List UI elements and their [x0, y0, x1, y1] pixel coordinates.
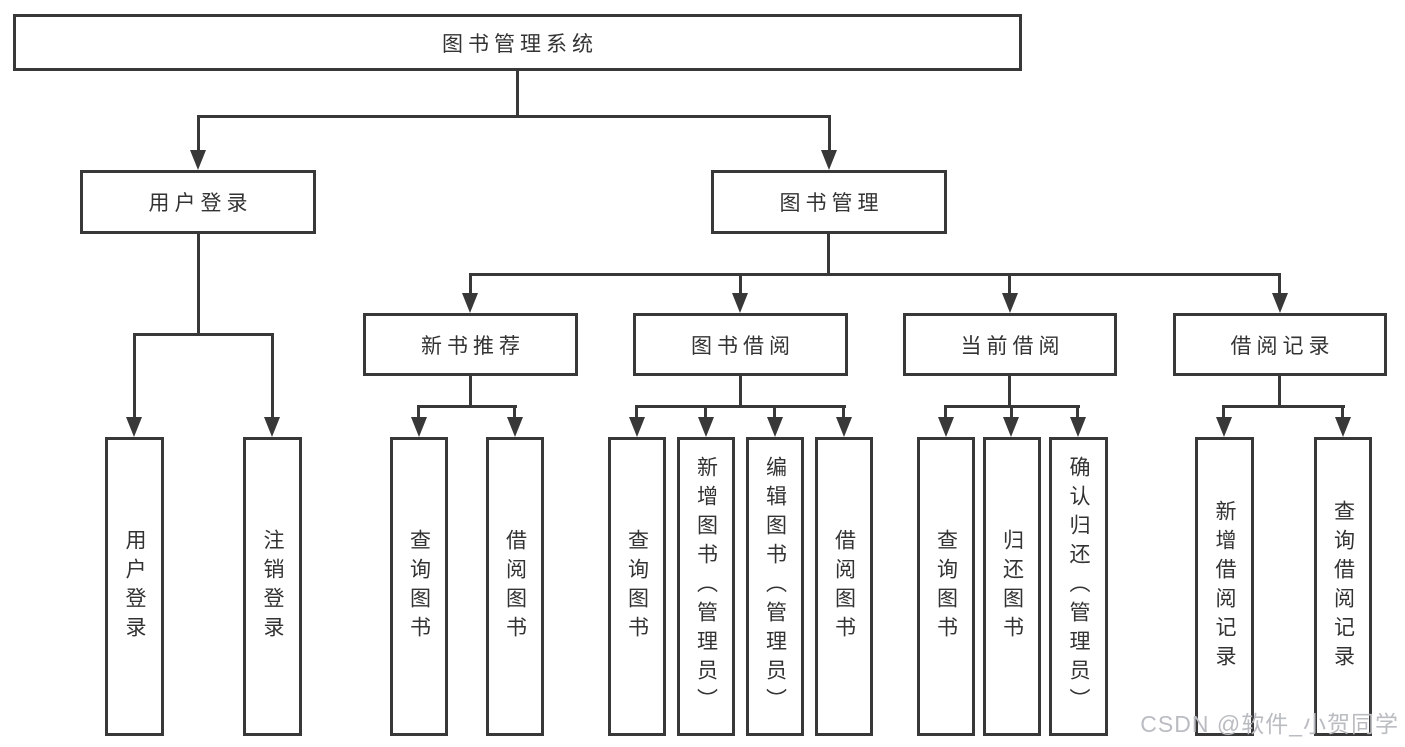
connector-line	[1278, 376, 1281, 407]
arrowhead-down-icon	[821, 150, 837, 170]
arrowhead-down-icon	[732, 293, 748, 313]
connector-line	[197, 115, 200, 152]
leaf-confirm-return-admin-label: 确认归还（管理员）	[1067, 456, 1090, 717]
leaf-add-borrow-record: 新增借阅记录	[1195, 437, 1254, 736]
node-book-management-label: 图书管理	[779, 192, 884, 215]
leaf-edit-book-admin: 编辑图书（管理员）	[746, 437, 804, 736]
leaf-query-book-1-label: 查询图书	[407, 528, 431, 645]
connector-line	[469, 376, 472, 407]
node-borrow-record-label: 借阅记录	[1230, 334, 1335, 358]
leaf-borrow-book-1: 借阅图书	[486, 437, 544, 736]
arrowhead-down-icon	[190, 150, 206, 170]
connector-line	[417, 405, 420, 419]
leaf-user-login-label: 用户登录	[123, 528, 146, 645]
leaf-query-book-3: 查询图书	[917, 437, 975, 736]
connector-line	[1008, 376, 1011, 407]
leaf-query-book-1: 查询图书	[390, 437, 448, 736]
arrowhead-down-icon	[1216, 417, 1232, 437]
connector-line	[635, 405, 638, 419]
node-book-borrow-label: 图书借阅	[691, 334, 795, 358]
leaf-add-borrow-record-label: 新增借阅记录	[1213, 499, 1236, 674]
connector-line	[133, 333, 136, 419]
connector-line	[1010, 405, 1013, 419]
connector-line	[739, 376, 742, 407]
connector-line	[417, 405, 517, 408]
node-new-book-recommend-label: 新书推荐	[421, 334, 525, 358]
node-user-login-label: 用户登录	[148, 192, 253, 215]
arrowhead-down-icon	[938, 417, 954, 437]
connector-line	[469, 273, 1281, 276]
connector-line	[1222, 405, 1345, 408]
connector-line	[516, 70, 519, 118]
arrowhead-down-icon	[1002, 293, 1018, 313]
arrowhead-down-icon	[1070, 417, 1086, 437]
connector-line	[1076, 405, 1079, 419]
arrowhead-down-icon	[698, 417, 714, 437]
leaf-add-book-admin-label: 新增图书（管理员）	[694, 456, 718, 717]
node-root-label: 图书管理系统	[442, 32, 598, 56]
connector-line	[635, 405, 846, 408]
leaf-confirm-return-admin: 确认归还（管理员）	[1049, 437, 1108, 736]
connector-line	[197, 115, 831, 118]
leaf-query-book-2-label: 查询图书	[625, 528, 649, 645]
node-current-borrow: 当前借阅	[903, 313, 1117, 376]
node-new-book-recommend: 新书推荐	[363, 313, 578, 376]
arrowhead-down-icon	[462, 293, 478, 313]
connector-line	[1222, 405, 1225, 419]
arrowhead-down-icon	[629, 417, 645, 437]
leaf-query-book-2: 查询图书	[608, 437, 666, 736]
leaf-borrow-book-1-label: 借阅图书	[503, 528, 527, 645]
node-current-borrow-label: 当前借阅	[960, 334, 1065, 358]
leaf-query-borrow-record-label: 查询借阅记录	[1331, 499, 1355, 674]
connector-line	[828, 115, 831, 152]
connector-line	[133, 333, 274, 336]
leaf-borrow-book-2: 借阅图书	[815, 437, 873, 736]
connector-line	[944, 405, 947, 419]
node-book-management: 图书管理	[711, 170, 947, 234]
node-user-login: 用户登录	[80, 170, 316, 234]
connector-line	[842, 405, 845, 419]
connector-line	[1278, 273, 1281, 296]
leaf-logout: 注销登录	[243, 437, 302, 736]
connector-line	[739, 273, 742, 296]
connector-line	[1341, 405, 1344, 419]
node-book-borrow: 图书借阅	[633, 313, 848, 376]
arrowhead-down-icon	[1003, 417, 1019, 437]
leaf-return-book: 归还图书	[983, 437, 1041, 736]
leaf-add-book-admin: 新增图书（管理员）	[677, 437, 735, 736]
arrowhead-down-icon	[767, 417, 783, 437]
arrowhead-down-icon	[1335, 417, 1351, 437]
connector-line	[271, 333, 274, 419]
arrowhead-down-icon	[411, 417, 427, 437]
leaf-logout-label: 注销登录	[261, 528, 284, 645]
leaf-query-borrow-record: 查询借阅记录	[1314, 437, 1372, 736]
arrowhead-down-icon	[264, 417, 280, 437]
node-borrow-record: 借阅记录	[1173, 313, 1387, 376]
leaf-query-book-3-label: 查询图书	[934, 528, 958, 645]
connector-line	[1008, 273, 1011, 296]
leaf-borrow-book-2-label: 借阅图书	[832, 528, 856, 645]
connector-line	[827, 233, 830, 276]
leaf-edit-book-admin-label: 编辑图书（管理员）	[763, 456, 787, 717]
leaf-return-book-label: 归还图书	[1000, 528, 1024, 645]
connector-line	[469, 273, 472, 296]
arrowhead-down-icon	[1272, 293, 1288, 313]
connector-line	[704, 405, 707, 419]
connector-line	[513, 405, 516, 419]
csdn-watermark: CSDN @软件_小贺同学	[1140, 711, 1399, 737]
arrowhead-down-icon	[126, 417, 142, 437]
arrowhead-down-icon	[507, 417, 523, 437]
connector-line	[197, 233, 200, 336]
leaf-user-login: 用户登录	[105, 437, 164, 736]
arrowhead-down-icon	[836, 417, 852, 437]
connector-line	[773, 405, 776, 419]
node-root: 图书管理系统	[13, 14, 1022, 71]
